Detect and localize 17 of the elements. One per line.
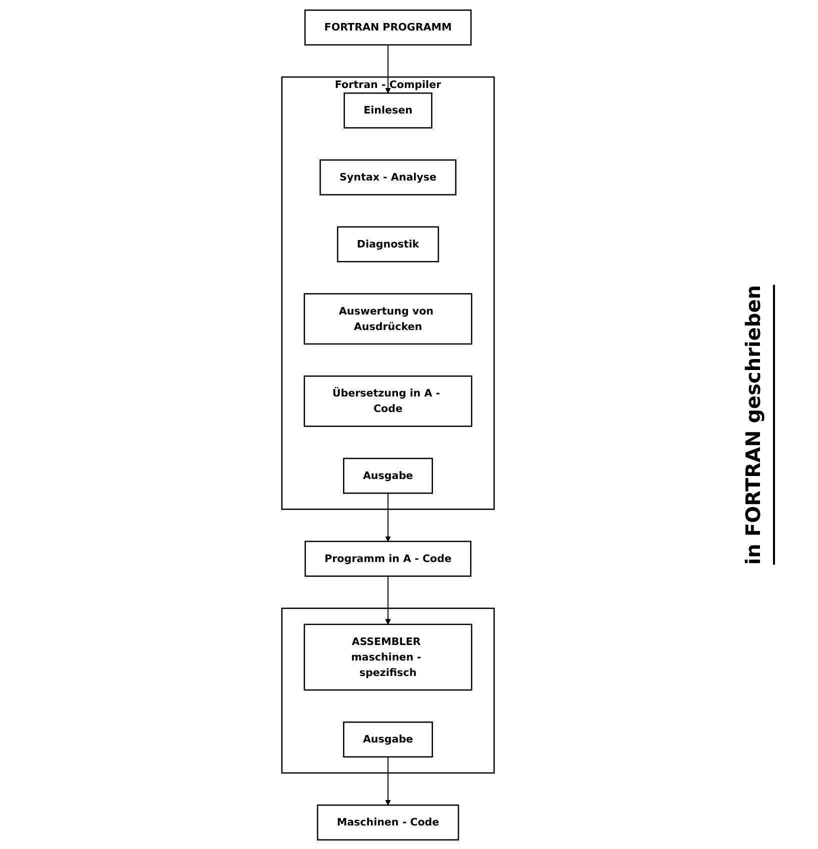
node-box: Auswertung von Ausdrücken	[304, 292, 472, 344]
node-box: Syntax - Analyse	[320, 158, 456, 195]
arrow	[385, 44, 391, 93]
node-box: Einlesen	[344, 92, 432, 128]
node-box: Übersetzung in A - Code	[304, 374, 472, 426]
node-box: ASSEMBLER maschinen - spezifisch	[304, 623, 472, 690]
node-box: Diagnostik	[336, 226, 440, 262]
node-box: Programm in A - Code	[304, 540, 472, 576]
node-box: Ausgabe	[343, 721, 433, 758]
node-box: Ausgabe	[343, 457, 433, 494]
arrow	[385, 756, 391, 805]
side-note: in FORTRAN geschrieben	[733, 284, 775, 564]
node-box: FORTRAN PROGRAMM	[304, 9, 472, 46]
node-box: Maschinen - Code	[316, 804, 460, 840]
arrow	[385, 575, 391, 624]
arrow	[385, 492, 391, 542]
cluster	[281, 607, 495, 774]
